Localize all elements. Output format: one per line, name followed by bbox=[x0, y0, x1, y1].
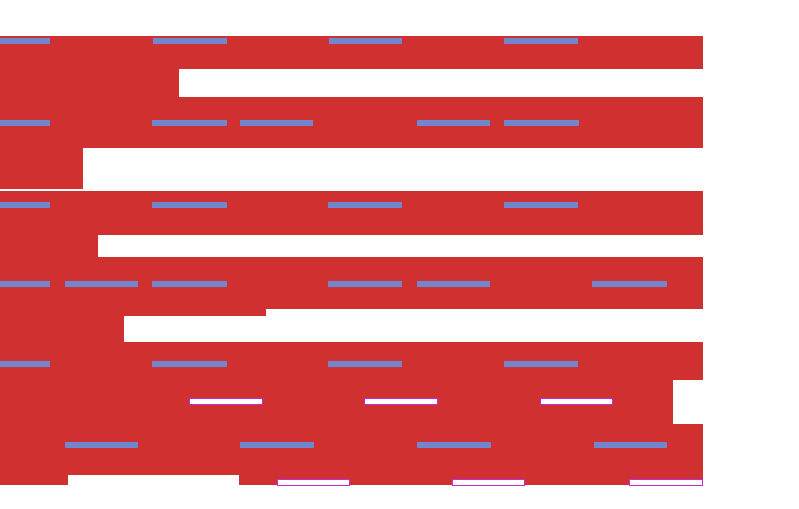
blue-dash-segment bbox=[592, 281, 667, 287]
blue-dash-segment bbox=[152, 202, 227, 208]
blue-dash-segment bbox=[152, 361, 227, 367]
blue-dash-segment bbox=[504, 120, 579, 126]
red-block bbox=[0, 148, 83, 189]
blue-dash-segment bbox=[153, 38, 227, 44]
blue-dash-segment bbox=[0, 202, 50, 208]
blue-dash-segment bbox=[417, 281, 490, 287]
blue-dash-segment bbox=[328, 281, 402, 287]
red-block bbox=[0, 69, 179, 98]
white-notch bbox=[68, 475, 239, 509]
blue-dash-segment bbox=[328, 361, 402, 367]
blue-dash-segment bbox=[152, 281, 227, 287]
blue-dash-segment bbox=[594, 442, 667, 448]
blue-dash-segment bbox=[152, 120, 227, 126]
magenta-outlined-bar bbox=[629, 479, 703, 486]
blue-dash-segment bbox=[504, 38, 578, 44]
blue-dash-segment bbox=[65, 281, 138, 287]
blue-dash-segment bbox=[240, 120, 313, 126]
white-notch bbox=[673, 380, 799, 424]
magenta-outlined-bar bbox=[189, 398, 263, 405]
blue-dash-segment bbox=[417, 442, 491, 448]
red-block bbox=[0, 309, 124, 342]
red-block bbox=[0, 97, 703, 148]
blue-dash-segment bbox=[0, 120, 50, 126]
magenta-outlined-bar bbox=[364, 398, 438, 405]
blue-dash-segment bbox=[328, 202, 402, 208]
red-block bbox=[0, 191, 703, 235]
blue-dash-segment bbox=[65, 442, 138, 448]
blue-dash-segment bbox=[0, 361, 50, 367]
red-block bbox=[0, 235, 98, 257]
blue-dash-segment bbox=[504, 361, 578, 367]
blue-dash-segment bbox=[240, 442, 314, 448]
blue-dash-segment bbox=[417, 120, 490, 126]
magenta-outlined-bar bbox=[277, 479, 350, 486]
red-block bbox=[124, 309, 266, 316]
blue-dash-segment bbox=[0, 281, 50, 287]
blue-dash-segment bbox=[0, 38, 50, 44]
magenta-outlined-bar bbox=[540, 398, 613, 405]
magenta-outlined-bar bbox=[452, 479, 525, 486]
blue-dash-segment bbox=[329, 38, 402, 44]
blue-dash-segment bbox=[504, 202, 578, 208]
